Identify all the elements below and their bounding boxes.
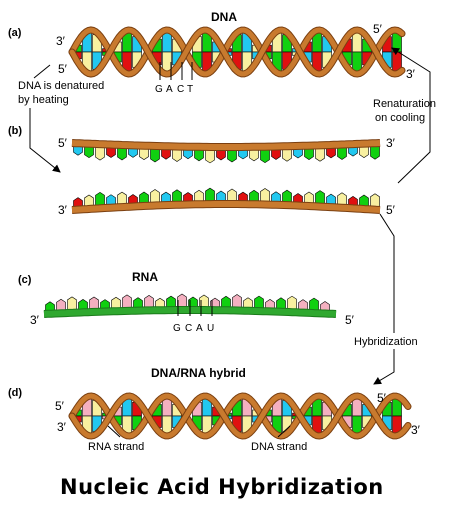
hybridization-label: Hybridization: [354, 336, 418, 348]
panel-a-end-right-bottom: 3′: [406, 67, 416, 81]
panel-d-end-left-bottom: 3′: [57, 420, 67, 434]
backbone-strand: [69, 393, 411, 439]
panel-d-end-right-bottom: 3′: [411, 423, 421, 437]
denaturation-step: DNA is denatured by heating: [18, 64, 104, 173]
hybridization-step: Hybridization: [352, 213, 436, 385]
panel-d-title: DNA/RNA hybrid: [151, 366, 246, 380]
backbone-strand: [69, 393, 411, 439]
base-block: [162, 51, 172, 73]
panel-c-base-pointers: [177, 300, 213, 316]
backbone-strand: [71, 201, 381, 213]
renature-arrow: [391, 47, 431, 184]
panel-d-letter: (d): [8, 387, 22, 399]
base-label-g: G: [155, 84, 163, 95]
rna-base-label-a: A: [196, 323, 203, 334]
denature-label-line2: by heating: [18, 94, 69, 106]
rna-base-label-g: G: [173, 323, 181, 334]
panel-a-end-right-top: 5′: [373, 22, 383, 36]
denature-connector-line: [33, 64, 51, 79]
rna-strand-label: RNA strand: [88, 441, 144, 453]
denature-arrow: [29, 108, 61, 173]
panel-c-letter: (c): [18, 274, 32, 286]
renature-label-line1: Renaturation: [373, 98, 436, 110]
dna-double-helix: [68, 26, 406, 78]
backbone-strand: [69, 27, 405, 77]
renature-label-line2: on cooling: [375, 112, 425, 124]
separated-dna-strands: [71, 139, 381, 214]
rna-base-label-c: C: [185, 323, 192, 334]
panel-a-end-left-bottom: 5′: [58, 62, 68, 76]
panel-c-title: RNA: [132, 270, 158, 284]
base-block: [352, 31, 362, 53]
panel-a: (a) DNA 3′ 5′ 5′ 3′ G A C T: [8, 10, 416, 95]
diagram-title: Nucleic Acid Hybridization: [60, 475, 384, 499]
panel-a-title: DNA: [211, 10, 237, 24]
rna-base-label-u: U: [207, 323, 214, 334]
panel-d-end-left-top: 5′: [55, 399, 65, 413]
panel-d: (d) DNA/RNA hybrid 5′ 3′ 5′ 3′ RNA stran…: [8, 366, 421, 453]
panel-b-end-top-left: 5′: [58, 136, 68, 150]
panel-b-end-bottom-left: 3′: [58, 203, 68, 217]
panel-c: (c) RNA 3′ 5′ G C A U: [18, 270, 355, 334]
panel-d-end-right-top: 5′: [377, 391, 387, 405]
backbone-strand: [71, 140, 381, 150]
panel-b: (b) 5′ 3′ 3′ 5′: [8, 125, 396, 217]
panel-c-end-left: 3′: [30, 313, 40, 327]
denature-label-line1: DNA is denatured: [18, 80, 104, 92]
hybridization-label-bg: [352, 333, 436, 349]
panel-b-end-bottom-right: 5′: [386, 203, 396, 217]
base-label-a: A: [166, 84, 173, 95]
base-block: [352, 51, 362, 73]
dna-rna-hybrid-helix: [68, 392, 412, 440]
dna-strand-label: DNA strand: [251, 441, 307, 453]
backbone-strand: [69, 27, 405, 77]
renaturation-step: Renaturation on cooling: [373, 47, 436, 184]
hybridization-arrow: [373, 213, 395, 385]
panel-a-letter: (a): [8, 27, 22, 39]
panel-b-end-top-right: 3′: [386, 136, 396, 150]
rna-strand-pointer: [107, 425, 121, 438]
panel-b-letter: (b): [8, 125, 22, 137]
dna-strand-pointer: [277, 425, 291, 438]
base-block: [162, 31, 172, 53]
base-label-c: C: [177, 84, 184, 95]
panel-a-end-left-top: 3′: [56, 34, 66, 48]
panel-a-base-pointers: [159, 62, 193, 80]
base-label-t: T: [187, 84, 193, 95]
panel-c-end-right: 5′: [345, 313, 355, 327]
